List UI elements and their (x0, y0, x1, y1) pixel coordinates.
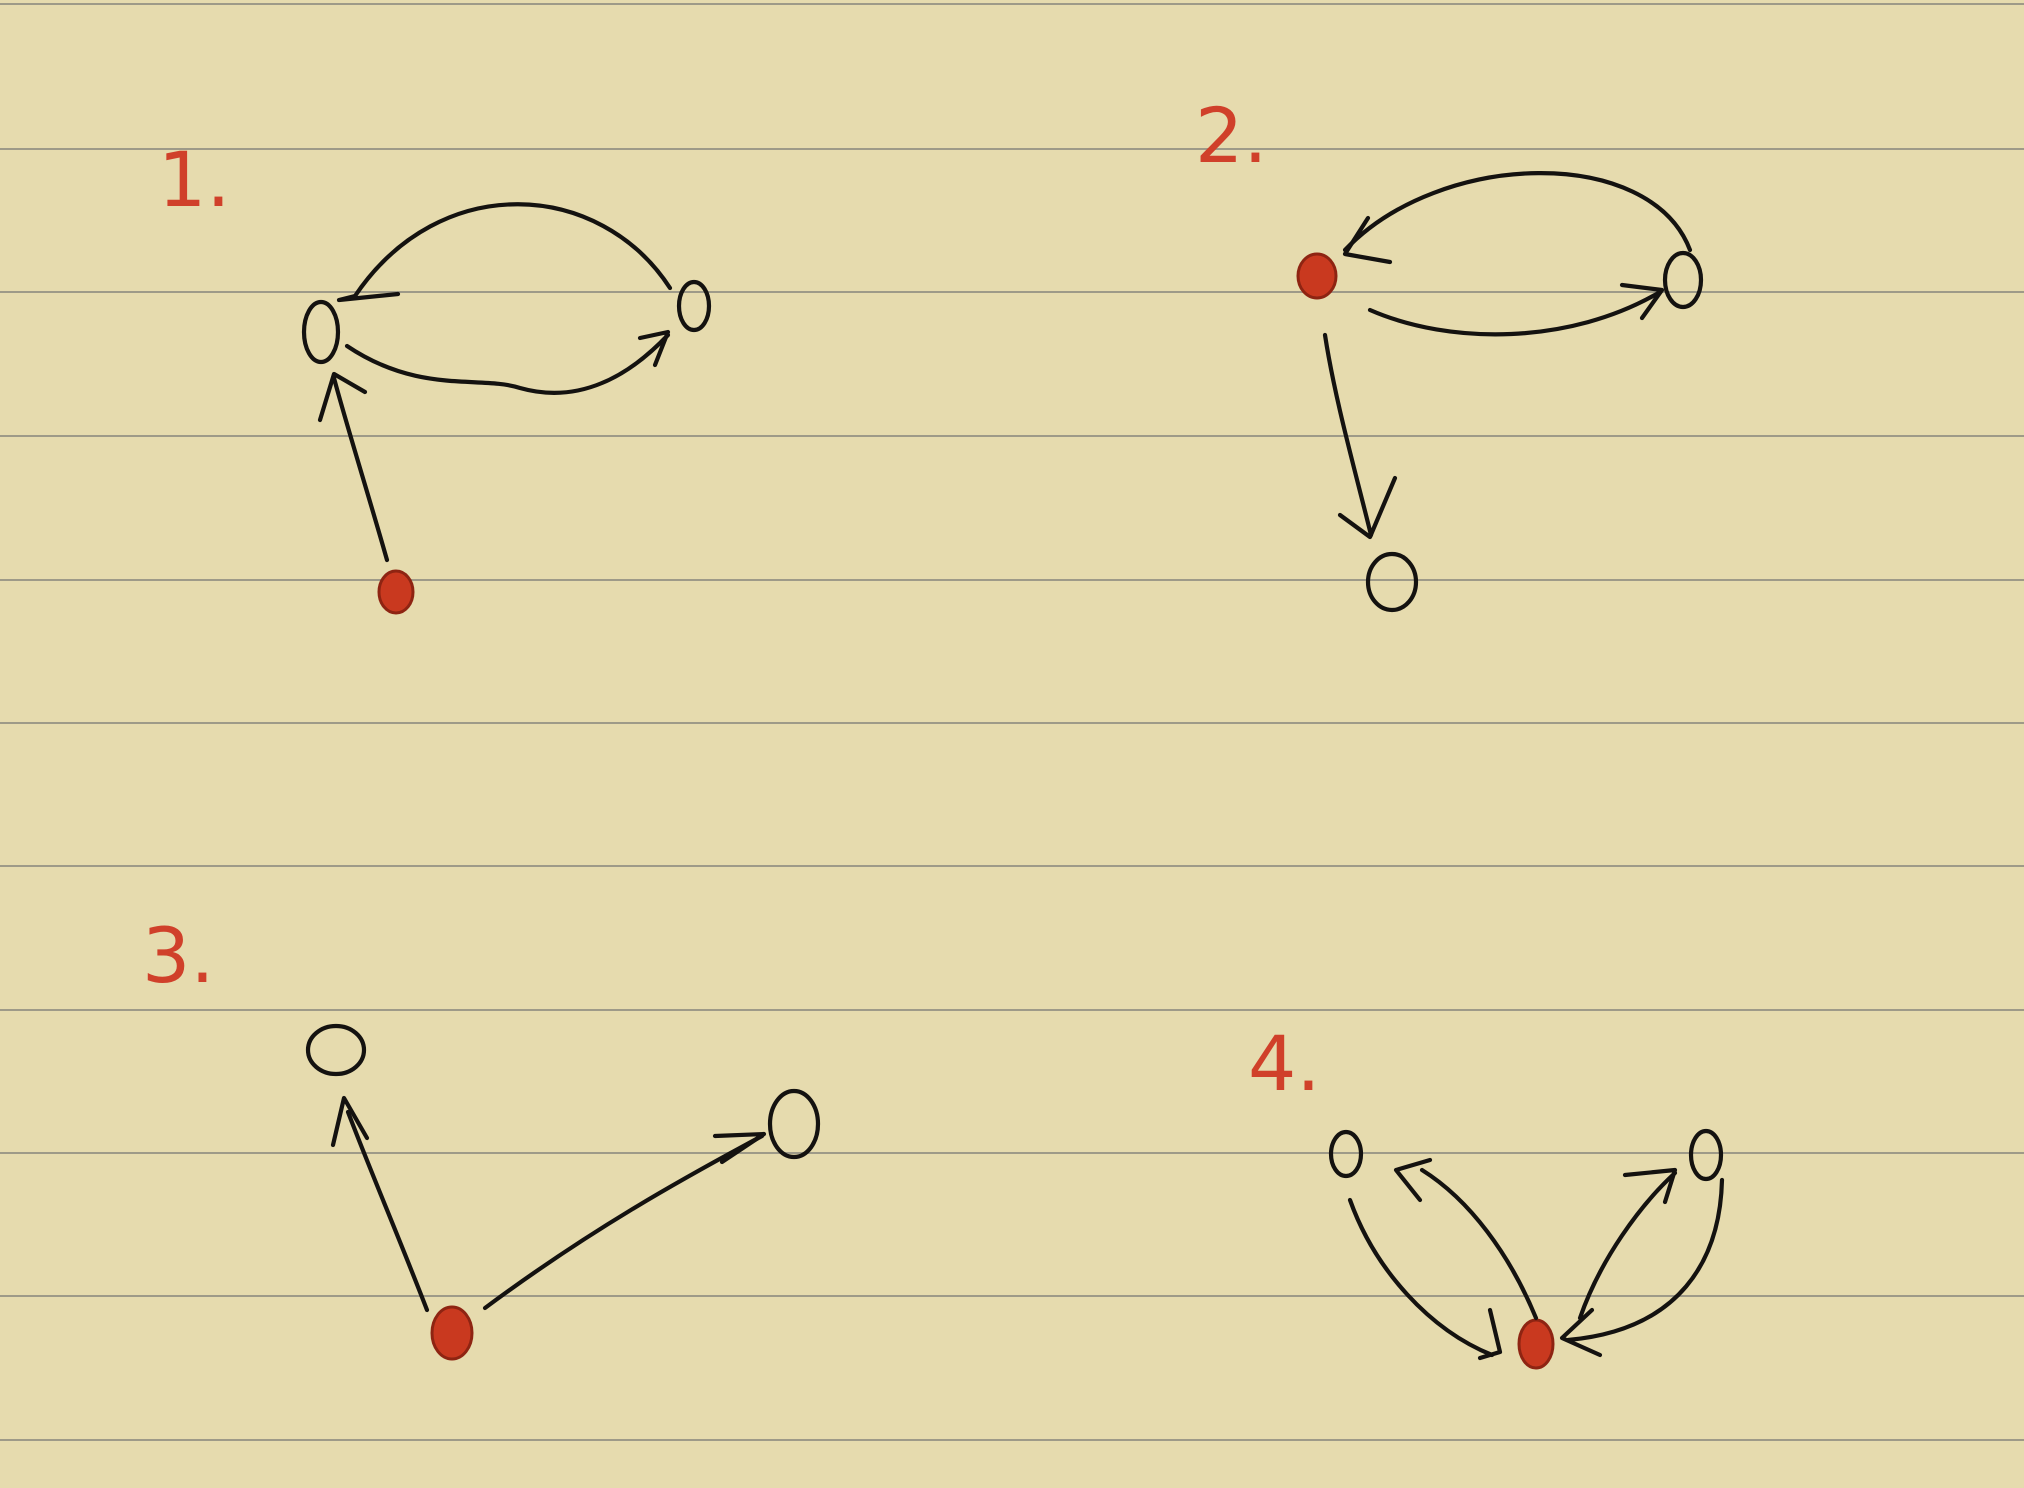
arrow-edge (1322, 332, 1374, 538)
arrow-edge (1347, 1197, 1495, 1358)
arrow-head (1622, 1167, 1678, 1205)
graph-node (305, 1023, 367, 1077)
graph-node (301, 299, 341, 365)
arrow-head (336, 291, 401, 303)
arrow-head (1477, 1307, 1503, 1361)
arrow-edge (1565, 1177, 1725, 1343)
diagram-2: 2. (1195, 91, 1704, 613)
arrow-edge (344, 332, 671, 395)
graph-node (1365, 551, 1419, 613)
arrow-head (1342, 215, 1393, 265)
graph-node (676, 279, 712, 333)
ruled-lines (0, 3, 2024, 1441)
arrow-edge (1419, 1167, 1539, 1321)
arrow-head (1337, 475, 1398, 540)
start-node-red (377, 569, 415, 615)
arrow-head (1393, 1157, 1433, 1203)
graph-node (1328, 1129, 1364, 1179)
arrow-edge (345, 1109, 430, 1313)
start-node-red (430, 1305, 474, 1361)
arrow-head (1559, 1307, 1603, 1358)
diagram-4: 4. (1248, 1019, 1725, 1370)
arrow-head (712, 1131, 767, 1165)
diagram-label: 1. (158, 135, 231, 224)
graph-node (1688, 1128, 1724, 1182)
diagram-1: 1. (158, 135, 712, 615)
start-node-red (1296, 252, 1338, 300)
arrow-edge (1342, 171, 1693, 253)
arrow-edge (352, 202, 673, 299)
graph-node (1662, 250, 1704, 310)
arrow-head (637, 329, 671, 368)
arrow-head (1619, 282, 1665, 321)
arrow-edge (1577, 1170, 1678, 1321)
diagram-label: 2. (1195, 91, 1268, 180)
arrow-edge (1367, 289, 1663, 337)
graph-node (767, 1088, 821, 1160)
arrow-edge (331, 375, 390, 563)
diagram-label: 3. (142, 911, 215, 1000)
start-node-red (1517, 1318, 1555, 1370)
diagram-3: 3. (142, 911, 821, 1361)
arrow-edge (482, 1133, 765, 1311)
diagram-label: 4. (1248, 1019, 1321, 1108)
arrow-head (330, 1095, 370, 1148)
arrow-head (317, 371, 368, 423)
